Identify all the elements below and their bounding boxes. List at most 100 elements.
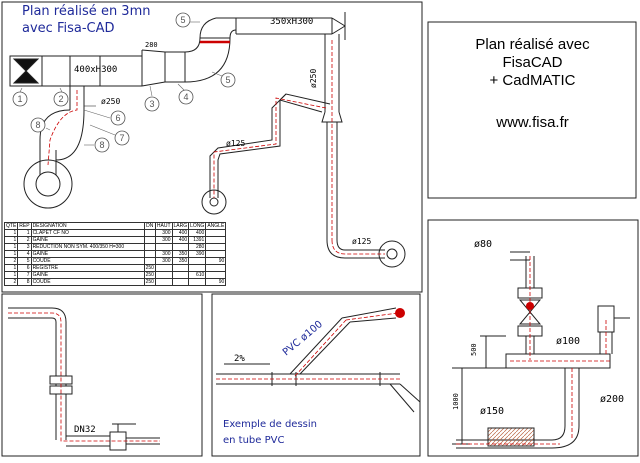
table-cell: REGISTRE [30,264,145,272]
table-cell: REDUCTION NON SYM. 400/350 H=300 [30,243,145,251]
balloon-3 [144,96,160,112]
promo-box: Plan réalisé avec FisaCAD + CadMATIC www… [430,22,635,197]
zigzag-diameter-label: ø125 [226,139,245,148]
promo-line-2: FisaCAD [502,54,563,71]
table-cell: 2 [3,278,19,286]
table-cell [143,257,156,265]
table-cell: COUDE [30,257,145,265]
table-cell: GAINE [30,271,145,279]
table-cell [154,243,173,251]
table-cell [205,264,227,272]
pvc-centerline [216,312,400,380]
table-cell: GAINE [30,250,145,258]
table-cell [205,243,227,251]
pvc-pipe-label: PVC ø100 [281,319,325,358]
table-cell [171,271,190,279]
svg-text:8: 8 [99,140,104,150]
table-cell [171,243,190,251]
svg-text:1: 1 [17,94,22,104]
pvc-caption-line-2: en tube PVC [223,435,284,446]
pvc-cap-icon [395,308,405,318]
table-cell: 90 [205,278,227,286]
balloon-1 [12,91,28,107]
promo-line-1: Plan réalisé avec [475,36,590,53]
table-cell [154,264,173,272]
balloon-5b [220,72,236,88]
pipe-centerline [8,312,160,442]
table-cell [188,264,207,272]
table-cell: 350 [171,257,190,265]
balloon-numbers: 1 2 3 4 5 5 6 7 8 8 [17,15,230,150]
table-cell: 250 [143,264,156,272]
table-cell [205,250,227,258]
table-cell: 90 [205,257,227,265]
balloon-leaders [19,21,223,146]
table-cell [171,264,190,272]
upper-duct-size-label: 350xH300 [270,17,313,27]
reduction-length-label: 280 [145,41,158,49]
table-cell: 1 [3,250,19,258]
sheet-title-line-1: Plan réalisé en 3mn [22,4,150,19]
table-cell [143,229,156,237]
table-cell: 5 [17,257,32,265]
table-cell: 250 [143,271,156,279]
table-header-row: QTE REP DESIGNATION DN HAUT LARG LONG AN… [3,222,227,230]
table-cell: 300 [154,257,173,265]
table-cell [143,236,156,244]
table-cell [154,271,173,279]
table-cell: 300 [154,236,173,244]
table-cell [171,278,190,286]
table-cell: 1 [3,243,19,251]
svg-text:5: 5 [225,75,230,85]
valve-centerlines [456,256,610,445]
table-cell [205,229,227,237]
table-cell: 610 [188,271,207,279]
table-cell: 400 [171,236,190,244]
table-cell: 1391 [188,236,207,244]
valve-d80-label: ø80 [474,239,492,250]
bill-of-materials-table: QTE REP DESIGNATION DN HAUT LARG LONG AN… [3,222,227,286]
promo-website-link[interactable]: www.fisa.fr [496,114,569,131]
table-cell: GAINE [30,236,145,244]
duct-size-label: 400xH300 [74,65,117,75]
svg-text:7: 7 [119,133,124,143]
valve-500-dimension: 500 [470,343,478,356]
balloon-6 [110,110,126,126]
table-cell [205,271,227,279]
balloon-7 [114,130,130,146]
valve-d100-label: ø100 [556,336,580,347]
balloon-8a [30,117,46,133]
table-cell: COUDE [30,278,145,286]
damper-box [9,55,43,87]
table-cell: 350 [171,250,190,258]
main-plan-frame [1,1,423,293]
svg-text:4: 4 [183,92,188,102]
promo-line-3: + CadMATIC [489,72,576,89]
pvc-slope-label: 2% [234,354,245,364]
table-cell: 400 [171,229,190,237]
vertical-diameter-label: ø250 [309,69,318,88]
balloon-5a [175,12,191,28]
main-centerlines [47,40,385,255]
valve-assembly [452,251,630,449]
table-cell: 4 [17,250,32,258]
balloon-4 [178,89,194,105]
table-cell: 300 [154,229,173,237]
table-cell [143,243,156,251]
valve-1000-dimension: 1000 [452,393,460,410]
svg-text:6: 6 [115,113,120,123]
pvc-caption-line-1: Exemple de dessin [223,419,317,430]
table-cell: 1 [3,264,19,272]
table-cell: 2 [17,236,32,244]
table-cell [205,236,227,244]
table-cell: 6 [17,264,32,272]
table-cell: 8 [17,278,32,286]
table-cell [188,257,207,265]
pipe-example-frame [1,293,203,457]
